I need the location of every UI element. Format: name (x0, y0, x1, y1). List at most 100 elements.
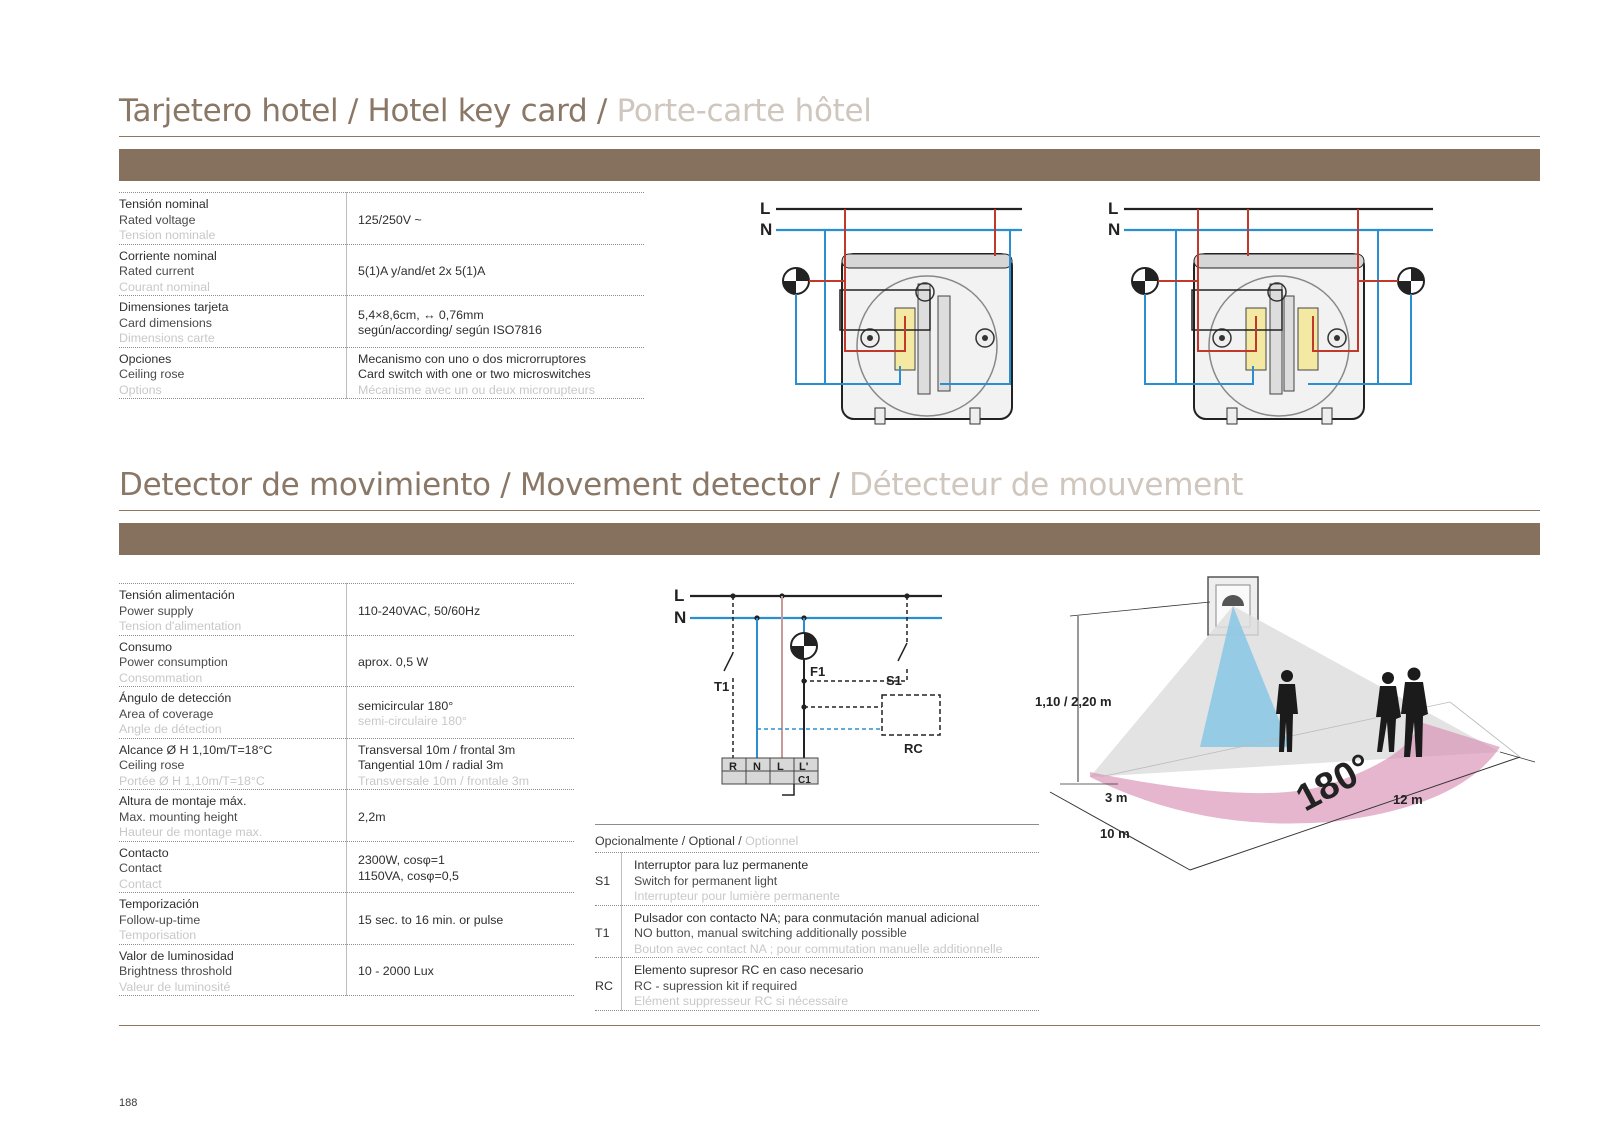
spec-value-line: según/according/ según ISO7816 (358, 323, 542, 338)
optional-text-fr: Elément suppresseur RC si nécessaire (634, 994, 849, 1008)
spec-value-line: 110-240VAC, 50/60Hz (358, 603, 481, 618)
wiring-label-F1: F1 (810, 664, 825, 679)
optional-text-en: Switch for permanent light (634, 873, 778, 888)
bottom-rule (119, 1025, 1540, 1026)
spec-value-line: Transversal 10m / frontal 3m (358, 742, 516, 757)
spec-label-en: Area of coverage (119, 706, 214, 721)
spec-value-line: Tangential 10m / radial 3m (358, 758, 504, 772)
spec-label-fr: Options (119, 382, 162, 397)
spec-label-en: Ceiling rose (119, 758, 185, 772)
diagram2-label-N: N (1108, 220, 1120, 239)
spec-value-line: aprox. 0,5 W (358, 655, 429, 669)
spec-label-en: Brightness throshold (119, 964, 232, 978)
person-walking-icon (1276, 670, 1298, 752)
section1-title-fr: Porte-carte hôtel (616, 93, 872, 129)
spec-label-fr: Contact (119, 876, 162, 891)
spec-label-fr: Angle de détection (119, 722, 222, 736)
optional-code: RC (595, 957, 622, 1011)
keycard-diagram-single: L N (760, 199, 1022, 425)
optional-code: T1 (595, 904, 622, 958)
wiring-label-S1: S1 (886, 673, 902, 688)
coverage-label-3m: 3 m (1105, 790, 1127, 805)
spec-label-es: Temporización (119, 897, 199, 911)
spec-value: 5(1)A y/and/et 2x 5(1)A (346, 243, 644, 296)
section1-title: Tarjetero hotel / Hotel key card / Porte… (119, 93, 872, 129)
wiring-label-N: N (674, 608, 686, 627)
spec-value-line: 1150VA, cosφ=0,5 (358, 868, 459, 883)
spec-value-line: semicircular 180° (358, 698, 454, 713)
spec-label-fr: Portée Ø H 1,10m/T=18°C (119, 773, 265, 788)
spec-label-es: Tensión alimentación (119, 588, 235, 602)
spec-value: 110-240VAC, 50/60Hz (346, 583, 574, 635)
spec-label-en: Ceiling rose (119, 367, 185, 381)
terminal-R: R (729, 761, 737, 773)
spec-label-es: Ángulo de detección (119, 691, 232, 705)
spec-value: 15 sec. to 16 min. or pulse (346, 892, 574, 944)
optional-row: T1 Pulsador con contacto NA; para conmuta… (595, 904, 1039, 958)
section1-title-rule (119, 136, 1540, 137)
optional-text-es: Pulsador con contacto NA; para conmutaci… (634, 910, 980, 925)
optional-code: S1 (595, 852, 622, 905)
diagram1-label-L: L (760, 199, 770, 218)
spec-value-line: Card switch with one or two microswitche… (358, 367, 591, 381)
section1-title-main: Tarjetero hotel / Hotel key card (119, 93, 588, 129)
spec-label-en: Power supply (119, 603, 194, 618)
optional-text-es: Elemento supresor RC en caso necesario (634, 963, 864, 977)
spec-value-fr: Mécanisme avec un ou deux microrupteurs (358, 382, 595, 397)
spec-label-es: Corriente nominal (119, 248, 217, 263)
spec-label: Altura de montaje máx.Max. mounting heig… (119, 789, 347, 841)
spec-label-es: Altura de montaje máx. (119, 794, 247, 808)
spec-label-fr: Temporisation (119, 928, 197, 942)
coverage-label-10m: 10 m (1100, 826, 1130, 841)
optional-heading-fr: Optionnel (745, 834, 799, 848)
spec-label-en: Card dimensions (119, 315, 212, 330)
spec-value-line: 2,2m (358, 809, 386, 824)
wiring-label-RC: RC (904, 741, 923, 756)
spec-value-line: 5,4×8,6cm, ↔ 0,76mm (358, 307, 484, 322)
spec-label-fr: Valeur de luminosité (119, 979, 231, 994)
spec-label-en: Power consumption (119, 655, 228, 669)
keycard-diagram-double: L N (1108, 199, 1433, 425)
couple-walking-icon (1376, 667, 1428, 757)
spec-label-en: Max. mounting height (119, 809, 238, 824)
spec-label-fr: Consommation (119, 670, 203, 685)
optional-text-en: NO button, manual switching additionally… (634, 926, 907, 940)
spec-value: 125/250V ~ (346, 192, 644, 244)
page-number: 188 (119, 1097, 138, 1109)
section2-title-main: Detector de movimiento / Movement detect… (119, 467, 820, 503)
spec-value-line: 5(1)A y/and/et 2x 5(1)A (358, 264, 486, 278)
terminal-N: N (753, 761, 761, 773)
spec-label-es: Dimensiones tarjeta (119, 300, 229, 314)
terminal-L: L (777, 761, 784, 773)
spec-label-en: Contact (119, 861, 162, 875)
wiring-label-T1: T1 (714, 679, 729, 694)
section2-title-fr: Détecteur de mouvement (849, 467, 1244, 503)
optional-text-fr: Interrupteur pour lumière permanente (634, 889, 840, 903)
spec-label-es: Tensión nominal (119, 197, 209, 211)
spec-label-en: Follow-up-time (119, 912, 201, 927)
